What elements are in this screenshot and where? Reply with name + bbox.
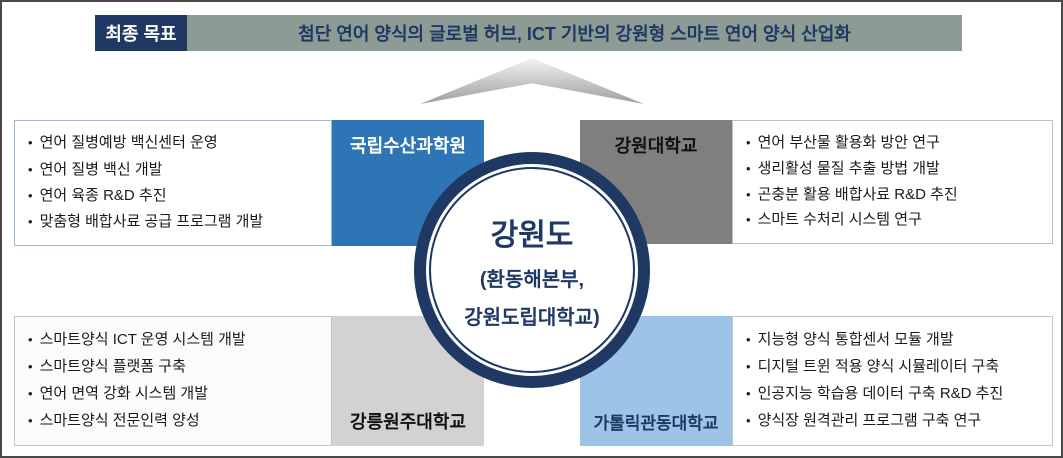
bullet-icon: • — [746, 160, 751, 176]
list-item: • 생리활성 물질 추출 방법 개발 — [743, 160, 1042, 179]
list-item: • 연어 질병예방 백신센터 운영 — [25, 134, 321, 153]
list-item: • 연어 질병 백신 개발 — [25, 161, 321, 180]
list-item: • 스마트양식 전문인력 양성 — [25, 412, 321, 431]
bullet-icon: • — [28, 413, 33, 428]
list-item: • 지능형 양식 통합센서 모듈 개발 — [743, 331, 1042, 350]
list-item-text: 연어 질병예방 백신센터 운영 — [39, 134, 218, 152]
list-item: • 연어 육종 R&D 추진 — [25, 187, 321, 206]
bullet-icon: • — [746, 332, 751, 348]
list-item-text: 양식장 원격관리 프로그램 구축 연구 — [757, 412, 982, 429]
center-subtitle-line1: (환동해본부, — [479, 269, 585, 291]
list-item: • 스마트양식 ICT 운영 시스템 개발 — [25, 331, 321, 350]
bullet-icon: • — [28, 161, 33, 177]
list-item-text: 지능형 양식 통합센서 모듈 개발 — [757, 331, 954, 349]
center-circle-gangwon: 강원도 (환동해본부, 강원도립대학교) — [414, 152, 650, 388]
list-item-text: 연어 부산물 활용화 방안 연구 — [757, 134, 940, 151]
list-item: • 디지털 트윈 적용 양식 시뮬레이터 구축 — [743, 358, 1042, 377]
final-goal-badge: 최종 목표 — [95, 15, 187, 51]
list-item-text: 연어 육종 R&D 추진 — [39, 186, 167, 204]
list-item: • 양식장 원격관리 프로그램 구축 연구 — [743, 412, 1042, 431]
list-item: • 맞춤형 배합사료 공급 프로그램 개발 — [25, 213, 321, 232]
list-item: • 연어 면역 강화 시스템 개발 — [25, 385, 321, 404]
list-item-text: 스마트 수처리 시스템 연구 — [757, 211, 922, 229]
bullet-icon: • — [28, 359, 33, 375]
bullet-icon: • — [28, 386, 33, 402]
list-item-text: 생리활성 물질 추출 방법 개발 — [757, 159, 940, 177]
list-item-text: 곤충분 활용 배합사료 R&D 추진 — [757, 185, 958, 203]
list-item: • 곤충분 활용 배합사료 R&D 추진 — [743, 186, 1042, 205]
list-item-text: 연어 면역 강화 시스템 개발 — [39, 385, 209, 403]
bullet-icon: • — [746, 386, 751, 402]
partner-list-top-left: • 연어 질병예방 백신센터 운영 • 연어 질병 백신 개발 • 연어 육종 … — [14, 120, 332, 246]
bullet-icon: • — [28, 332, 33, 348]
bullet-icon: • — [28, 213, 33, 229]
list-item: • 연어 부산물 활용화 방안 연구 — [743, 134, 1042, 153]
partner-label-catholic-kwandong-univ: 가톨릭관동대학교 — [580, 316, 732, 446]
list-item-text: 연어 질병 백신 개발 — [39, 160, 163, 178]
bullet-icon: • — [28, 135, 33, 151]
bullet-icon: • — [746, 212, 751, 228]
center-subtitle-line2: 강원도립대학교) — [464, 307, 600, 329]
bullet-icon: • — [746, 359, 751, 375]
partner-list-top-right: • 연어 부산물 활용화 방안 연구 • 생리활성 물질 추출 방법 개발 • … — [732, 120, 1053, 244]
bullet-icon: • — [28, 187, 33, 203]
list-item: • 스마트 수처리 시스템 연구 — [743, 211, 1042, 230]
list-item-text: 스마트양식 플랫폼 구축 — [39, 358, 186, 376]
list-item-text: 맞춤형 배합사료 공급 프로그램 개발 — [39, 212, 264, 230]
partner-list-bottom-left: • 스마트양식 ICT 운영 시스템 개발 • 스마트양식 플랫폼 구축 • 연… — [14, 316, 332, 446]
list-item-text: 스마트양식 전문인력 양성 — [39, 412, 200, 429]
bullet-icon: • — [746, 135, 751, 150]
final-goal-text: 첨단 연어 양식의 글로벌 허브, ICT 기반의 강원형 스마트 연어 양식 … — [187, 15, 962, 51]
list-item: • 스마트양식 플랫폼 구축 — [25, 358, 321, 377]
list-item-text: 디지털 트윈 적용 양식 시뮬레이터 구축 — [757, 358, 1000, 376]
partner-list-bottom-right: • 지능형 양식 통합센서 모듈 개발 • 디지털 트윈 적용 양식 시뮬레이터… — [732, 316, 1053, 446]
arrow-up-icon — [420, 58, 644, 104]
center-title: 강원도 — [490, 219, 574, 252]
bullet-icon: • — [746, 413, 751, 428]
list-item-text: 인공지능 학습용 데이터 구축 R&D 추진 — [757, 385, 1004, 403]
list-item-text: 스마트양식 ICT 운영 시스템 개발 — [39, 331, 246, 349]
bullet-icon: • — [746, 186, 751, 202]
partner-label-gangneung-wonju-univ: 강릉원주대학교 — [332, 316, 484, 446]
list-item: • 인공지능 학습용 데이터 구축 R&D 추진 — [743, 385, 1042, 404]
